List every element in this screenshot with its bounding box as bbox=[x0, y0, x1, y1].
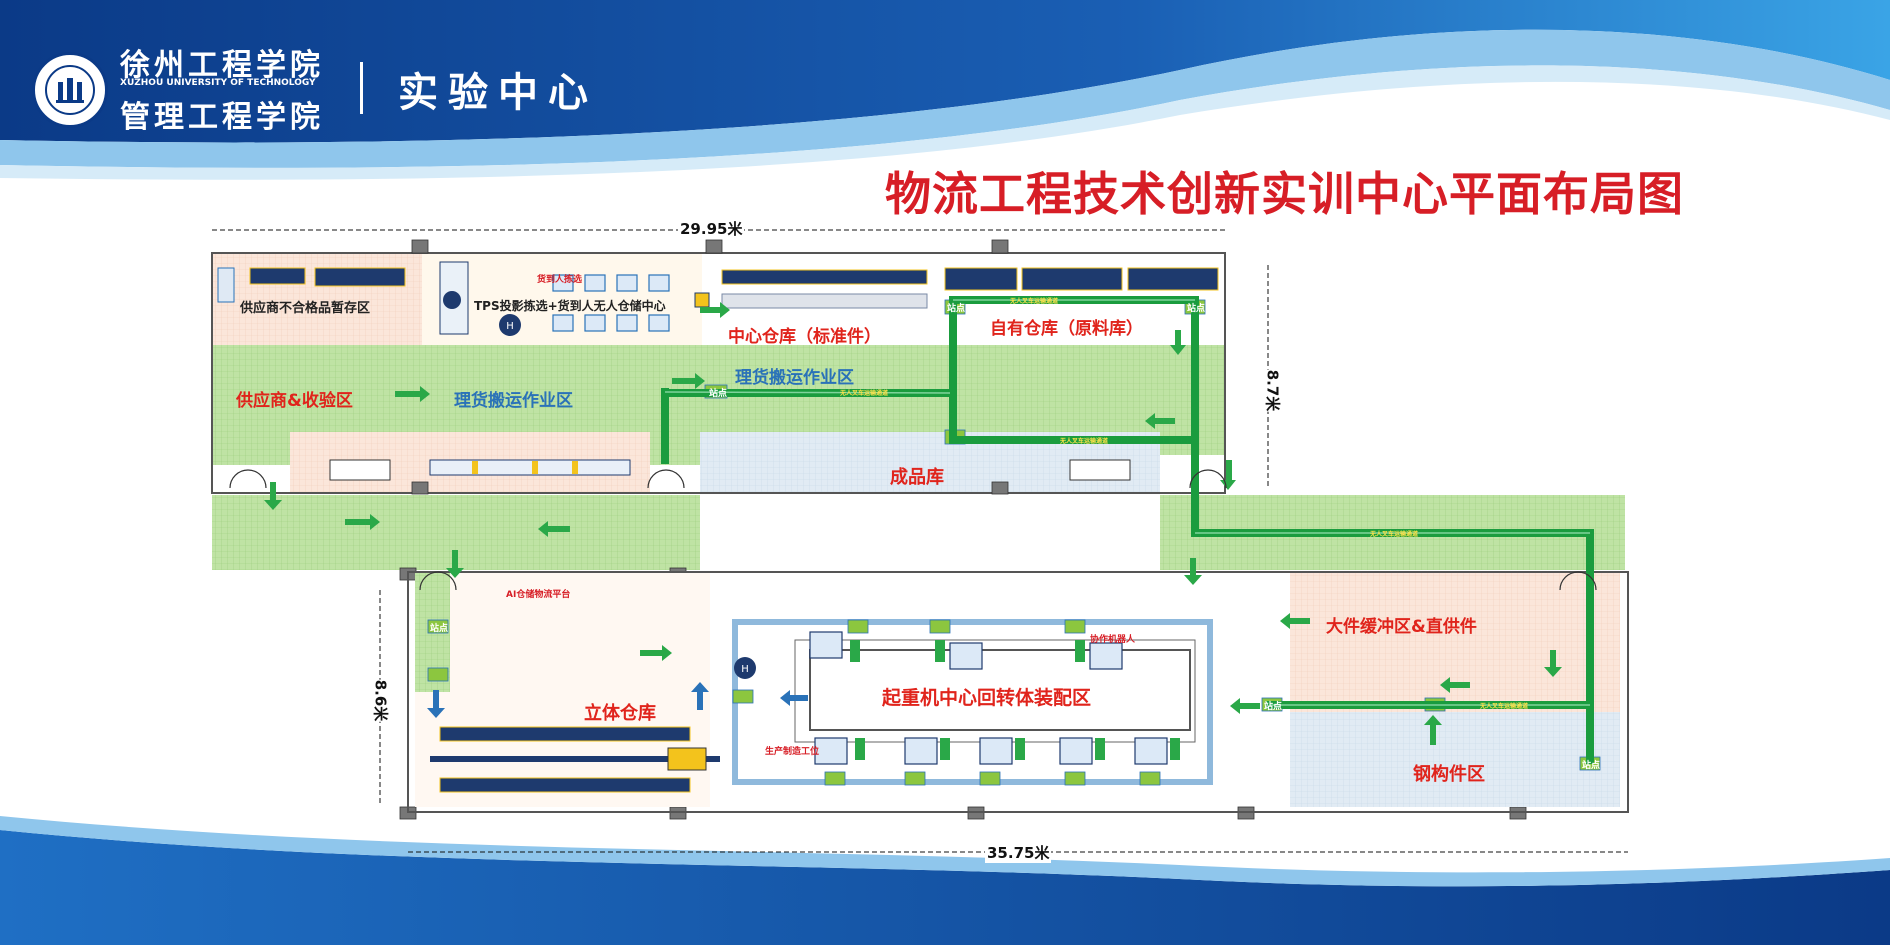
label-supplier-inspect: 供应商&收验区 bbox=[236, 391, 353, 411]
dim-top-width: 29.95米 bbox=[678, 218, 745, 239]
agv-path-label: 无人叉车运输通道 bbox=[1370, 531, 1419, 538]
station-label: 站点 bbox=[709, 389, 728, 399]
school-name-cn: 管理工程学院 bbox=[120, 100, 324, 135]
agv-path-label: 无人叉车运输通道 bbox=[840, 390, 889, 397]
agv-path-label: 无人叉车运输通道 bbox=[1480, 703, 1529, 710]
label-finished: 成品库 bbox=[890, 467, 944, 488]
zone-crane-bg bbox=[809, 649, 1191, 731]
university-name-cn: 徐州工程学院 bbox=[120, 48, 324, 83]
label-steel-parts: 钢构件区 bbox=[1413, 764, 1485, 785]
station-label: 站点 bbox=[947, 304, 966, 314]
station-label: 站点 bbox=[1187, 304, 1206, 314]
zone-steel-bg bbox=[1290, 712, 1620, 807]
label-unmanned-station: 货到人拣选 bbox=[537, 275, 583, 285]
zone-large-buffer-bg bbox=[1290, 572, 1620, 712]
agv-path-label: 无人叉车运输通道 bbox=[1060, 438, 1109, 445]
label-stereo-wh: 立体仓库 bbox=[584, 703, 656, 724]
page-title: 物流工程技术创新实训中心平面布局图 bbox=[885, 167, 1684, 221]
label-production-ws: 生产制造工位 bbox=[765, 747, 820, 757]
center-name-cn: 实验中心 bbox=[398, 70, 598, 116]
station-label: 站点 bbox=[1582, 761, 1601, 771]
label-sorting-left: 理货搬运作业区 bbox=[454, 391, 573, 411]
dim-right-height: 8.7米 bbox=[1262, 369, 1284, 412]
dim-left-height: 8.6米 bbox=[370, 679, 392, 722]
label-robot: 协作机器人 bbox=[1090, 635, 1136, 645]
svg-text:H: H bbox=[741, 664, 749, 675]
zone-stereo-bg bbox=[415, 572, 710, 807]
logo-emblem-icon bbox=[45, 65, 95, 115]
label-supplier-reject: 供应商不合格品暂存区 bbox=[240, 301, 371, 316]
label-crane-assembly: 起重机中心回转体装配区 bbox=[882, 687, 1092, 709]
label-own-wh: 自有仓库（原料库） bbox=[990, 319, 1143, 339]
svg-text:H: H bbox=[506, 321, 514, 332]
label-center-wh: 中心仓库（标准件） bbox=[728, 327, 881, 347]
station-label: 站点 bbox=[1264, 702, 1283, 712]
label-sorting-right: 理货搬运作业区 bbox=[735, 368, 854, 388]
agv-path-label: 无人叉车运输通道 bbox=[1010, 298, 1059, 305]
university-name-en: XUZHOU UNIVERSITY OF TECHNOLOGY bbox=[120, 78, 316, 88]
label-large-buffer: 大件缓冲区&直供件 bbox=[1326, 617, 1477, 637]
label-tps: TPS投影拣选+货到人无人仓储中心 bbox=[474, 299, 666, 313]
station-label: 站点 bbox=[430, 624, 449, 634]
header-divider bbox=[360, 62, 363, 114]
dim-bottom-width: 35.75米 bbox=[985, 842, 1052, 863]
label-ai-platform: AI仓储物流平台 bbox=[506, 590, 571, 600]
university-logo bbox=[32, 52, 108, 128]
